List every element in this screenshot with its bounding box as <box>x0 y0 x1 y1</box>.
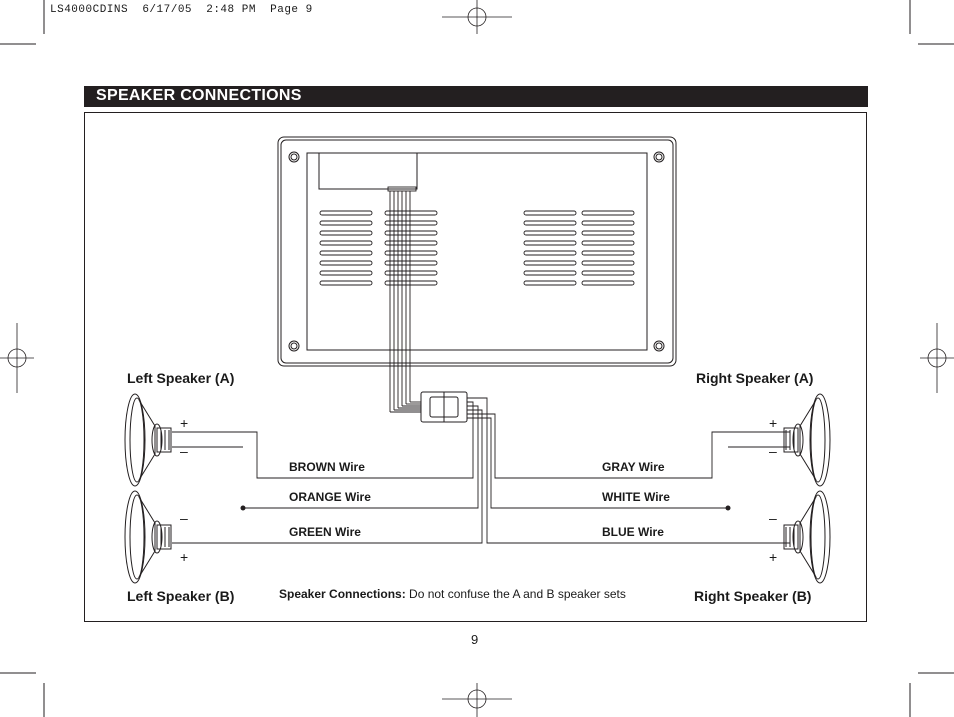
note-text: Do not confuse the A and B speaker sets <box>405 587 626 601</box>
screw-icon <box>653 151 665 163</box>
vent-slot <box>581 220 635 226</box>
vent-slot <box>523 260 577 266</box>
vent-slot <box>523 250 577 256</box>
polarity-minus: – <box>180 510 188 526</box>
vent-slot <box>581 230 635 236</box>
brown-wire-line <box>172 401 474 479</box>
vent-slot <box>384 240 438 246</box>
vent-slot <box>523 230 577 236</box>
junction-dot <box>240 505 246 511</box>
vent-slot <box>319 240 373 246</box>
vent-slot <box>523 240 577 246</box>
vent-slot <box>384 230 438 236</box>
polarity-minus: – <box>180 443 188 459</box>
vent-slot <box>384 250 438 256</box>
head-unit-outer <box>277 136 677 367</box>
vent-slot <box>319 270 373 276</box>
gray-wire-line <box>467 413 790 479</box>
vent-slot <box>319 220 373 226</box>
registration-mark-bottom <box>442 683 512 717</box>
section-header: SPEAKER CONNECTIONS <box>84 86 868 107</box>
connector-block <box>318 152 418 190</box>
vent-slot <box>319 280 373 286</box>
vent-slot <box>523 220 577 226</box>
vent-slot <box>384 270 438 276</box>
label-left-speaker-b: Left Speaker (B) <box>127 588 235 604</box>
label-right-speaker-a: Right Speaker (A) <box>696 370 814 386</box>
diagram-frame <box>84 112 867 622</box>
wire-plug <box>420 391 468 423</box>
vent-slot <box>384 260 438 266</box>
polarity-plus: + <box>180 415 189 431</box>
vent-slot <box>319 230 373 236</box>
screw-icon <box>288 151 300 163</box>
vent-slot <box>319 250 373 256</box>
polarity-plus: + <box>180 549 189 565</box>
green-wire-line <box>172 409 483 544</box>
section-title: SPEAKER CONNECTIONS <box>96 87 302 104</box>
vent-slot <box>581 250 635 256</box>
speaker-wires <box>172 397 790 544</box>
orange-wire-line <box>243 405 479 509</box>
vent-slot <box>523 270 577 276</box>
head-unit-panel <box>306 152 648 351</box>
vent-slot <box>319 210 373 216</box>
vent-slot <box>581 210 635 216</box>
screw-icon <box>288 340 300 352</box>
vent-slot <box>581 240 635 246</box>
polarity-plus: + <box>769 549 778 565</box>
label-left-speaker-a: Left Speaker (A) <box>127 370 235 386</box>
label-white-wire: WHITE Wire <box>602 490 670 504</box>
label-right-speaker-b: Right Speaker (B) <box>694 588 812 604</box>
label-green-wire: GREEN Wire <box>289 525 361 539</box>
speaker-icon <box>783 393 831 487</box>
speaker-connections-note: Speaker Connections: Do not confuse the … <box>279 587 626 601</box>
polarity-minus: – <box>769 443 777 459</box>
page-number: 9 <box>471 632 479 647</box>
white-wire-line <box>467 417 728 509</box>
vent-slot <box>384 210 438 216</box>
vent-slot <box>581 260 635 266</box>
vent-slot <box>581 280 635 286</box>
vent-slot <box>581 270 635 276</box>
label-orange-wire: ORANGE Wire <box>289 490 371 504</box>
label-gray-wire: GRAY Wire <box>602 460 665 474</box>
vent-slot <box>523 210 577 216</box>
label-blue-wire: BLUE Wire <box>602 525 664 539</box>
note-label: Speaker Connections: <box>279 587 406 601</box>
registration-mark-top <box>442 0 512 34</box>
vent-slot <box>319 260 373 266</box>
blue-wire-line <box>467 397 790 544</box>
harness-bundle <box>387 186 421 413</box>
vent-slot <box>384 220 438 226</box>
speaker-icon <box>124 393 172 487</box>
vent-slot <box>523 280 577 286</box>
polarity-minus: – <box>769 510 777 526</box>
polarity-plus: + <box>769 415 778 431</box>
registration-mark-right <box>920 323 954 393</box>
vent-slot <box>384 280 438 286</box>
vent-slots <box>319 210 635 286</box>
speaker-icon <box>124 490 172 584</box>
head-unit <box>277 136 677 367</box>
registration-mark-left <box>0 323 34 393</box>
junction-dot <box>725 505 731 511</box>
label-brown-wire: BROWN Wire <box>289 460 365 474</box>
print-slug: LS4000CDINS 6/17/05 2:48 PM Page 9 <box>50 4 313 16</box>
screw-icon <box>653 340 665 352</box>
speaker-icon <box>783 490 831 584</box>
